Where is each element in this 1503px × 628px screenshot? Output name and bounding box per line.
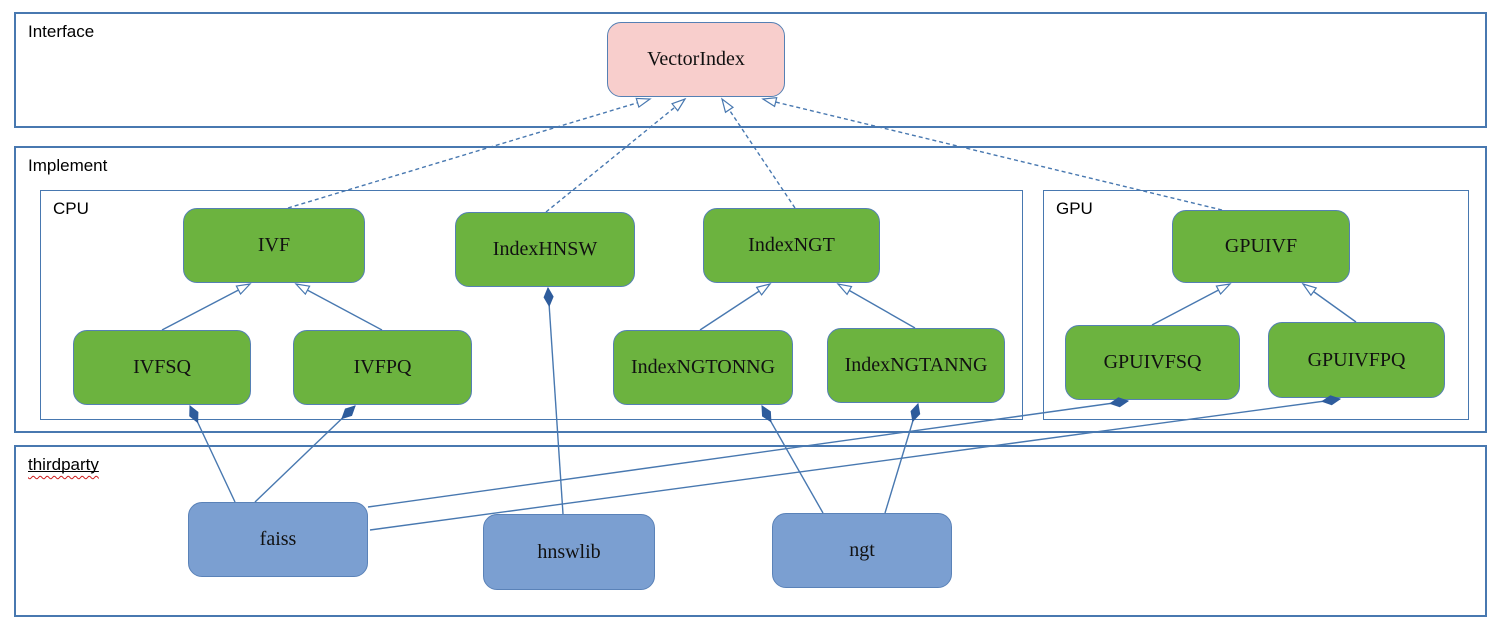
- node-indexngtanng: IndexNGTANNG: [827, 328, 1005, 403]
- gpu-label: GPU: [1056, 199, 1093, 218]
- node-ivf: IVF: [183, 208, 365, 283]
- node-vectorindex-label: VectorIndex: [647, 48, 745, 70]
- thirdparty-label-text: thirdparty: [28, 455, 99, 474]
- node-hnswlib: hnswlib: [483, 514, 655, 590]
- node-vectorindex: VectorIndex: [607, 22, 785, 97]
- node-hnswlib-label: hnswlib: [537, 540, 601, 563]
- node-indexngtanng-label: IndexNGTANNG: [844, 354, 988, 376]
- node-gpuivf-label: GPUIVF: [1224, 235, 1298, 257]
- node-ivf-label: IVF: [257, 234, 291, 256]
- implement-label: Implement: [28, 156, 108, 175]
- node-gpuivfsq-label: GPUIVFSQ: [1103, 351, 1202, 373]
- node-ivfpq-label: IVFPQ: [353, 356, 412, 378]
- cpu-label: CPU: [53, 199, 89, 218]
- node-gpuivf: GPUIVF: [1172, 210, 1350, 283]
- interface-label: Interface: [28, 22, 95, 41]
- node-indexngtonng-label: IndexNGTONNG: [630, 356, 776, 378]
- node-gpuivfsq: GPUIVFSQ: [1065, 325, 1240, 400]
- node-gpuivfpq: GPUIVFPQ: [1268, 322, 1445, 398]
- node-gpuivfpq-label: GPUIVFPQ: [1307, 348, 1406, 371]
- node-ivfsq-label: IVFSQ: [133, 356, 191, 378]
- node-faiss-label: faiss: [259, 528, 297, 550]
- node-indexngtonng: IndexNGTONNG: [613, 330, 793, 405]
- node-ngt-label: ngt: [849, 539, 875, 561]
- thirdparty-label: thirdparty: [28, 455, 99, 475]
- node-indexngt-label: IndexNGT: [748, 234, 835, 256]
- node-faiss: faiss: [188, 502, 368, 577]
- node-indexngt: IndexNGT: [703, 208, 880, 283]
- node-ivfsq: IVFSQ: [73, 330, 251, 405]
- node-ngt: ngt: [772, 513, 952, 588]
- node-ivfpq: IVFPQ: [293, 330, 472, 405]
- node-indexhnsw: IndexHNSW: [455, 212, 635, 287]
- node-indexhnsw-label: IndexHNSW: [492, 238, 598, 260]
